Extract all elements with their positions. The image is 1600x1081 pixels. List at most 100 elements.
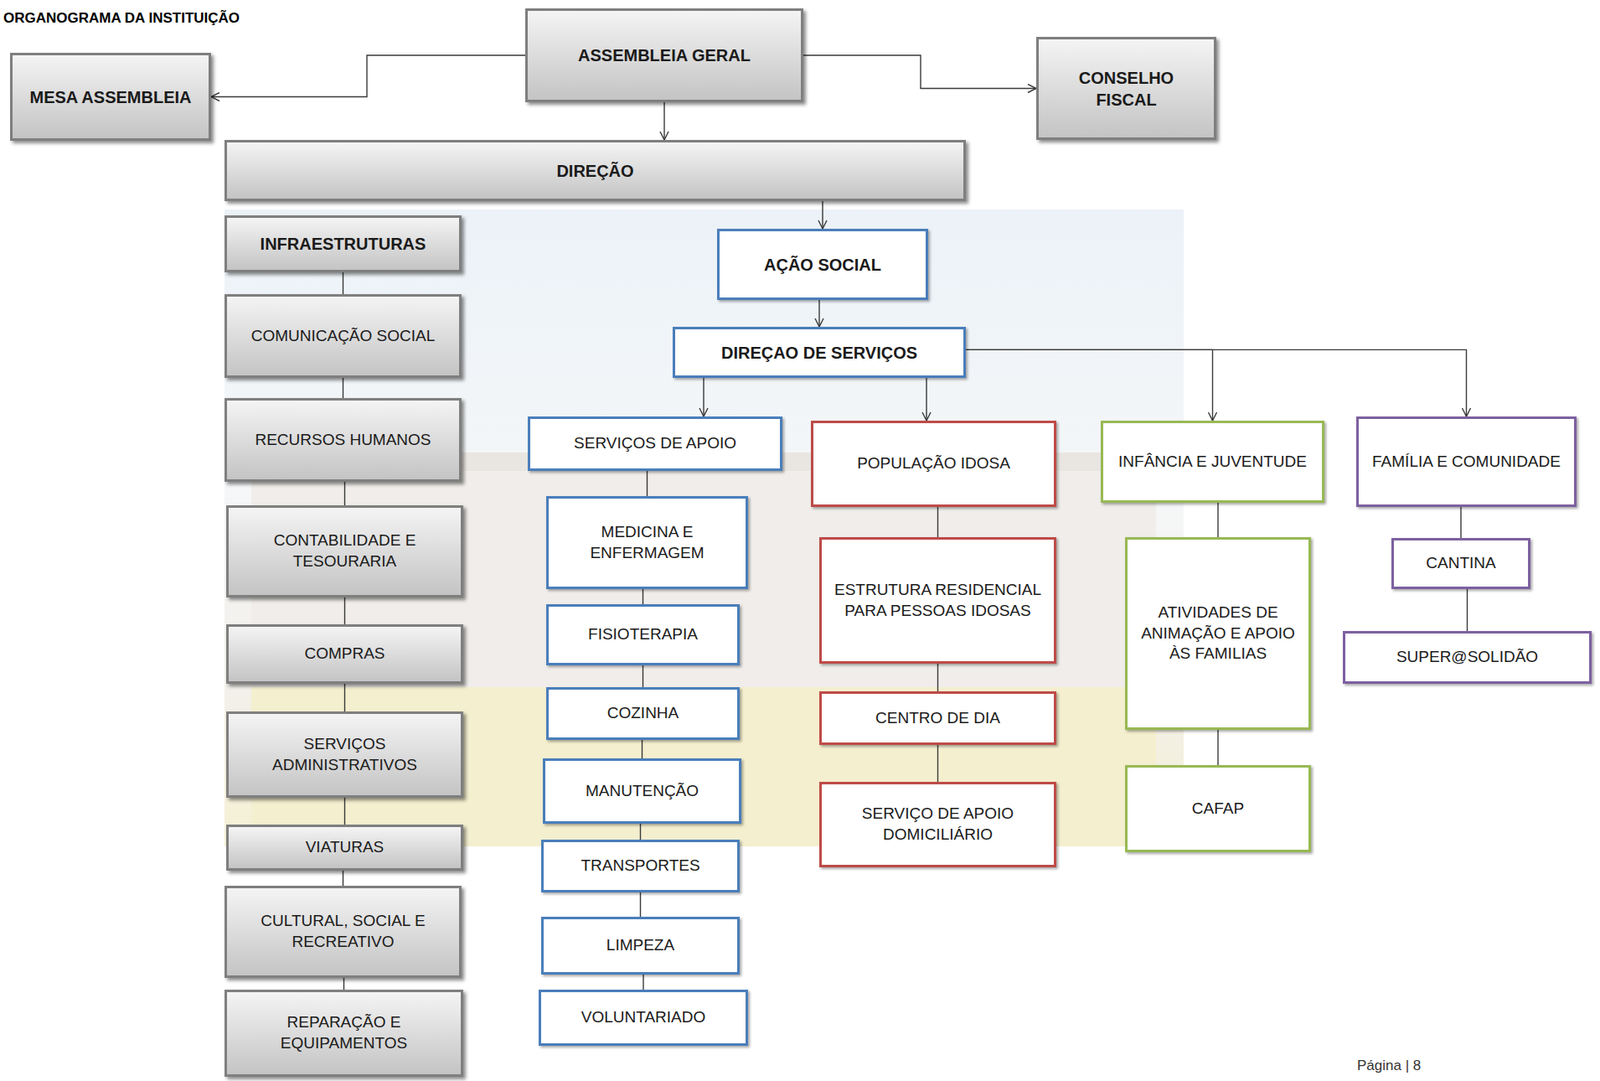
- connector-line: [965, 349, 1467, 417]
- box-label: CONSELHO FISCAL: [1047, 67, 1206, 111]
- box-label: SERVIÇOS DE APOIO: [573, 433, 737, 455]
- box-label: MESA ASSEMBLEIA: [30, 86, 192, 109]
- org-box: CENTRO DE DIA: [819, 691, 1057, 745]
- box-label: SERVIÇO DE APOIO DOMICILIÁRIO: [830, 803, 1046, 845]
- box-text-group: VOLUNTARIADO: [581, 1006, 707, 1028]
- box-label: INFÂNCIA E JUVENTUDE: [1118, 451, 1307, 473]
- box-label: COZINHA: [607, 702, 680, 724]
- connector-line: [1466, 588, 1468, 631]
- org-box: VOLUNTARIADO: [538, 989, 749, 1046]
- connector-line: [925, 377, 927, 421]
- connector-line: [937, 663, 939, 692]
- connector-line: [663, 102, 665, 140]
- box-label: MEDICINA E ENFERMAGEM: [557, 521, 738, 563]
- box-text-group: CANTINA: [1425, 552, 1496, 574]
- box-label: COMUNICAÇÃO SOCIAL: [251, 325, 436, 347]
- org-box: CONTABILIDADE E TESOURARIA: [226, 505, 464, 598]
- box-label: CONTABILIDADE E TESOURARIA: [237, 530, 453, 572]
- connector-line: [641, 739, 643, 759]
- box-label: AÇÃO SOCIAL: [763, 253, 882, 276]
- org-box: COMPRAS: [226, 624, 464, 684]
- org-box: DIREÇAO DE SERVIÇOS: [672, 326, 966, 378]
- org-box: LIMPEZA: [541, 916, 740, 975]
- box-text-group: CENTRO DE DIA: [875, 707, 1001, 729]
- connector-line: [1217, 502, 1219, 537]
- box-text-group: VIATURAS: [305, 836, 385, 858]
- connector-line: [642, 974, 644, 990]
- box-label: ATIVIDADES DE ANIMAÇÃO E APOIO ÀS FAMILI…: [1135, 602, 1301, 665]
- box-label: SERVIÇOS ADMINISTRATIVOS: [237, 733, 453, 775]
- box-text-group: MANUTENÇÃO: [585, 780, 699, 802]
- org-box: COMUNICAÇÃO SOCIAL: [224, 294, 462, 378]
- box-text-group: SERVIÇOS ADMINISTRATIVOS: [237, 733, 453, 775]
- box-text-group: INFRAESTRUTURAS: [260, 232, 427, 255]
- org-box: ASSEMBLEIA GERAL: [525, 8, 804, 103]
- box-text-group: SERVIÇOS DE APOIO: [573, 433, 737, 455]
- box-label: VOLUNTARIADO: [581, 1006, 707, 1028]
- org-box: SERVIÇOS DE APOIO: [527, 416, 783, 471]
- connector-line: [344, 797, 346, 825]
- org-box: SERVIÇO DE APOIO DOMICILIÁRIO: [819, 781, 1057, 868]
- box-text-group: SERVIÇO DE APOIO DOMICILIÁRIO: [830, 803, 1046, 845]
- connector-line: [640, 892, 641, 917]
- org-box: DIREÇÃO: [224, 139, 966, 202]
- box-label: ESTRUTURA RESIDENCIAL PARA PESSOAS IDOSA…: [830, 579, 1046, 621]
- box-text-group: ASSEMBLEIA GERAL: [578, 44, 751, 67]
- box-label: DIREÇÃO: [556, 160, 634, 182]
- box-label: MANUTENÇÃO: [585, 780, 699, 802]
- box-text-group: ATIVIDADES DE ANIMAÇÃO E APOIO ÀS FAMILI…: [1135, 602, 1301, 665]
- org-box: ESTRUTURA RESIDENCIAL PARA PESSOAS IDOSA…: [819, 536, 1057, 664]
- box-text-group: COMPRAS: [304, 643, 385, 665]
- box-text-group: CONTABILIDADE E TESOURARIA: [237, 530, 453, 572]
- connector-line: [1460, 506, 1461, 538]
- org-box: FISIOTERAPIA: [546, 603, 740, 666]
- org-box: CULTURAL, SOCIAL E RECREATIVO: [224, 885, 462, 978]
- box-label: COMPRAS: [304, 643, 385, 665]
- org-box: REPARAÇÃO E EQUIPAMENTOS: [224, 989, 464, 1077]
- box-text-group: RECURSOS HUMANOS: [254, 429, 431, 451]
- box-text-group: SUPER@SOLIDÃO: [1396, 646, 1539, 668]
- box-text-group: INFÂNCIA E JUVENTUDE: [1118, 451, 1307, 473]
- box-text-group: COMUNICAÇÃO SOCIAL: [251, 325, 436, 347]
- box-label: CENTRO DE DIA: [875, 707, 1001, 729]
- connector-line: [344, 481, 346, 506]
- org-box: CONSELHO FISCAL: [1036, 36, 1217, 140]
- connector-line: [646, 470, 648, 496]
- connector-line: [821, 201, 823, 229]
- box-label: SUPER@SOLIDÃO: [1396, 646, 1539, 668]
- chart-title: ORGANOGRAMA DA INSTITUIÇÃO: [3, 10, 240, 27]
- connector-line: [702, 377, 704, 417]
- box-text-group: COZINHA: [607, 702, 680, 724]
- box-text-group: CONSELHO FISCAL: [1047, 67, 1206, 111]
- box-text-group: LIMPEZA: [606, 934, 675, 956]
- connector-line: [803, 55, 1037, 89]
- connector-line: [211, 55, 526, 98]
- org-box: RECURSOS HUMANOS: [224, 397, 462, 482]
- photo-ground: [224, 209, 1184, 847]
- box-text-group: DIREÇAO DE SERVIÇOS: [721, 341, 918, 364]
- connector-line: [342, 377, 344, 398]
- box-text-group: REPARAÇÃO E EQUIPAMENTOS: [235, 1011, 453, 1053]
- connector-line: [344, 597, 346, 625]
- org-box: SERVIÇOS ADMINISTRATIVOS: [226, 711, 464, 798]
- box-text-group: DIREÇÃO: [556, 160, 634, 182]
- org-box: ATIVIDADES DE ANIMAÇÃO E APOIO ÀS FAMILI…: [1125, 536, 1311, 730]
- box-label: REPARAÇÃO E EQUIPAMENTOS: [235, 1011, 453, 1053]
- box-label: RECURSOS HUMANOS: [254, 429, 431, 451]
- box-text-group: FISIOTERAPIA: [588, 624, 698, 646]
- connector-line: [818, 299, 820, 327]
- box-text-group: ESTRUTURA RESIDENCIAL PARA PESSOAS IDOSA…: [830, 579, 1046, 621]
- photo-group: [224, 209, 1184, 847]
- page-number: Página | 8: [1357, 1057, 1421, 1074]
- box-label: CANTINA: [1425, 552, 1496, 574]
- org-box: MANUTENÇÃO: [542, 758, 742, 824]
- box-label: CULTURAL, SOCIAL E RECREATIVO: [235, 910, 451, 952]
- box-text-group: TRANSPORTES: [580, 855, 700, 877]
- org-box: VIATURAS: [226, 824, 464, 871]
- connector-line: [640, 823, 641, 840]
- org-box: COZINHA: [546, 686, 740, 740]
- org-box: POPULAÇÃO IDOSA: [810, 420, 1057, 507]
- connector-line: [342, 272, 344, 295]
- box-label: INFRAESTRUTURAS: [260, 232, 427, 255]
